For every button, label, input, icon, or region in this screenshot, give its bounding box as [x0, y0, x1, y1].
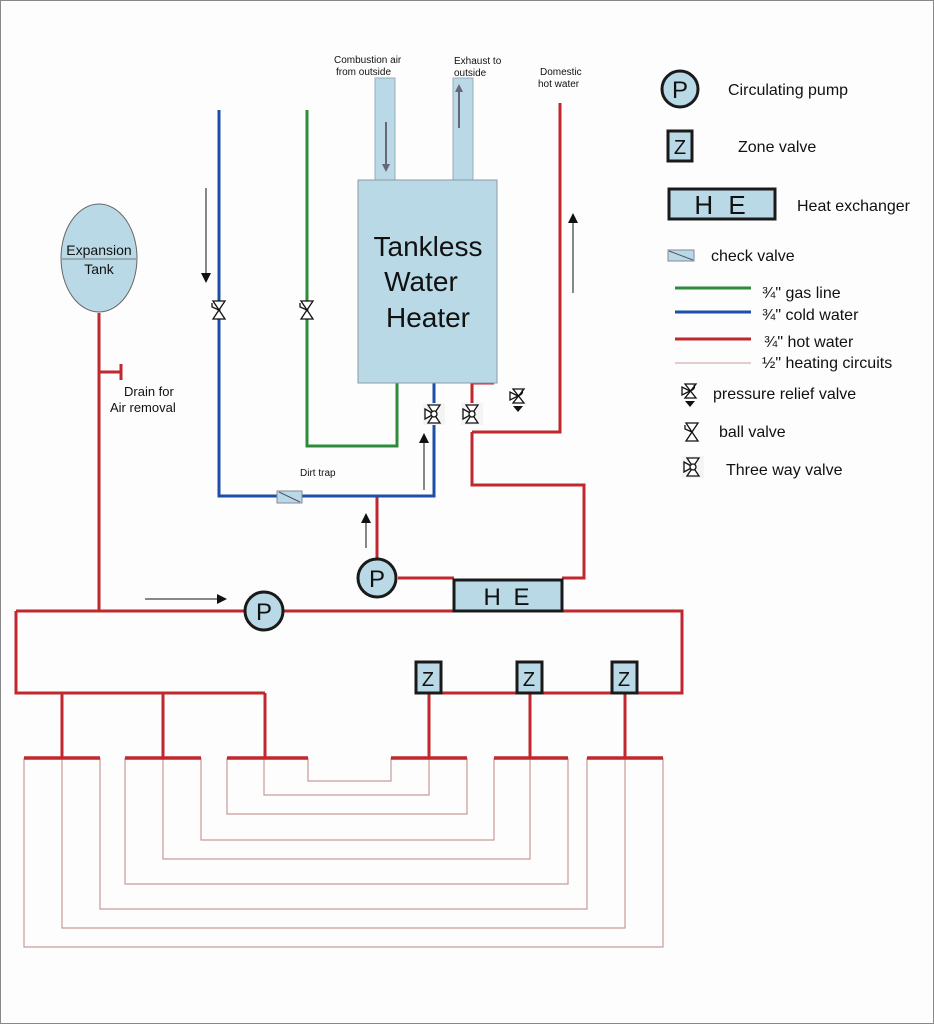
dirt-trap-label: Dirt trap: [300, 468, 336, 479]
domestic-label-2: hot water: [538, 79, 580, 90]
legend-zone-label: Zone valve: [738, 139, 816, 156]
drain-label-2: Air removal: [110, 400, 176, 415]
expansion-tank-label-2: Tank: [84, 261, 115, 277]
cold-ball-valve-icon: [211, 300, 226, 320]
combustion-air-label-1: Combustion air: [334, 55, 402, 66]
circulating-pump-secondary: P: [356, 557, 398, 599]
legend-check-valve-icon: [667, 249, 695, 262]
legend-ball-label: ball valve: [719, 424, 786, 441]
combustion-air-pipe: [374, 77, 396, 182]
exhaust-label-2: outside: [454, 68, 487, 79]
heating-circuit-8: [61, 758, 626, 929]
legend-he-label: Heat exchanger: [797, 198, 911, 215]
legend-ball-valve-icon: [684, 422, 699, 442]
heating-circuits: [23, 758, 664, 948]
hot-water-lines: [14, 103, 684, 760]
hot-three-way-valve-icon: [460, 402, 484, 426]
heater-label-line-1: Tankless: [374, 231, 483, 262]
legend-zone-icon: Z: [666, 129, 694, 163]
pressure-relief-valve-icon: [509, 388, 525, 413]
drain-label-1: Drain for: [124, 384, 175, 399]
legend: P Circulating pump Z Zone valve H E Heat…: [660, 69, 911, 479]
heating-circuit-2: [263, 758, 430, 796]
heating-circuit-3: [226, 758, 468, 815]
tankless-water-heater: [357, 179, 498, 384]
gas-ball-valve-icon: [299, 300, 314, 320]
pump-symbol: P: [369, 566, 385, 593]
legend-gas-label: ¾" gas line: [762, 285, 841, 302]
heater-label-line-2: Water: [384, 266, 458, 297]
svg-text:Z: Z: [523, 669, 535, 691]
expansion-tank: [60, 203, 138, 313]
svg-text:H E: H E: [694, 190, 749, 220]
svg-text:Z: Z: [422, 669, 434, 691]
legend-heating-label: ½" heating circuits: [762, 355, 892, 372]
legend-prv-label: pressure relief valve: [713, 386, 856, 403]
zone-valve-2: Z: [515, 660, 544, 695]
heater-label-line-3: Heater: [386, 302, 470, 333]
main-return-line: [14, 611, 265, 695]
expansion-tank-label-1: Expansion: [66, 242, 131, 258]
combustion-air-label-2: from outside: [336, 67, 391, 78]
legend-check-label: check valve: [711, 248, 795, 265]
svg-text:Z: Z: [674, 137, 686, 159]
he-symbol: H E: [483, 584, 532, 611]
heating-circuit-4: [200, 758, 495, 841]
heating-circuit-6: [124, 758, 569, 885]
legend-cold-label: ¾" cold water: [762, 307, 859, 324]
legend-pressure-relief-valve-icon: [681, 383, 697, 408]
exhaust-pipe: [452, 77, 474, 182]
circulating-pump-main: P: [243, 590, 285, 632]
drain-branch: [99, 364, 123, 380]
legend-hot-label: ¾" hot water: [764, 334, 854, 351]
domestic-label-1: Domestic: [540, 67, 582, 78]
legend-pump-label: Circulating pump: [728, 82, 848, 99]
heating-circuit-9: [23, 758, 664, 948]
heat-exchanger: H E: [452, 578, 564, 613]
legend-three-way-valve-icon: [681, 455, 705, 479]
legend-threeway-label: Three way valve: [726, 462, 843, 479]
legend-he-icon: H E: [667, 187, 777, 221]
heating-circuit-1: [307, 758, 392, 782]
gas-lines: [305, 110, 399, 448]
cold-three-way-valve-icon: [422, 402, 446, 426]
exhaust-label-1: Exhaust to: [454, 56, 502, 67]
legend-pump-icon: P: [660, 69, 700, 109]
pump-symbol: P: [256, 599, 272, 626]
check-valve-icon: [276, 490, 303, 504]
main-supply-line: [16, 609, 684, 695]
heating-circuit-5: [162, 758, 531, 860]
zone-valve-1: Z: [414, 660, 443, 695]
svg-text:P: P: [672, 77, 688, 104]
flow-arrows: [145, 188, 578, 604]
heating-circuit-7: [99, 758, 588, 910]
svg-text:Z: Z: [618, 669, 630, 691]
zone-valve-3: Z: [610, 660, 639, 695]
